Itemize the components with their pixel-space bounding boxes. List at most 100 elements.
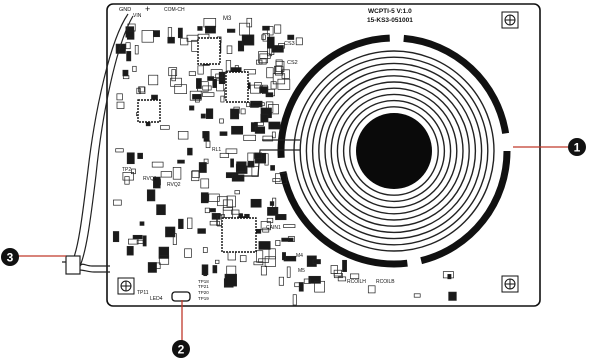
component-footprint [192,94,202,100]
component-footprint [253,261,264,266]
component-footprint [217,196,228,207]
callout-2: 2 [172,340,190,358]
component-footprint [256,250,264,263]
coil-winding [324,81,464,221]
component-footprint [295,37,303,46]
mounting-hole-icon [501,11,519,29]
component-footprint [227,28,236,33]
component-footprint [271,45,284,53]
component-footprint [241,34,255,46]
component-footprint [250,198,262,208]
component-footprint [278,276,284,286]
component-footprint [189,105,195,111]
component-footprint [256,59,263,65]
component-footprint [281,237,294,242]
callout-2-number: 2 [178,343,185,357]
component-footprint [275,60,285,72]
label-plus: + [145,4,150,14]
label-m3: M3 [223,16,232,22]
component-footprint [202,85,212,91]
component-footprint [126,246,134,256]
component-footprint [230,108,240,120]
component-footprint [252,102,265,107]
coil-outer-ring [277,34,511,268]
component-footprint [262,25,270,31]
label-cs2: CS2 [287,60,298,66]
ic-package [221,217,257,253]
component-footprint [265,92,274,98]
component-footprint [172,233,177,245]
component-footprint [126,51,132,62]
ic-package [225,71,249,103]
component-footprint [281,69,290,79]
label-tp11: TP11 [137,290,149,296]
component-footprint [196,78,202,89]
component-footprint [251,165,259,177]
label-m4: M4 [296,253,303,259]
component-footprint [260,221,271,231]
component-footprint [230,158,234,168]
charging-coil [232,34,511,268]
component-footprint [142,235,147,247]
component-footprint [138,86,145,93]
component-footprint [231,125,244,135]
component-footprint [268,248,276,260]
component-footprint [266,67,274,79]
label-led4: LED4 [150,296,163,302]
component-footprint [128,238,139,245]
component-footprint [222,199,233,211]
coil-winding [299,56,489,246]
component-footprint [254,152,263,159]
component-footprint [243,134,256,141]
component-footprint [158,255,170,265]
component-footprint [447,274,452,280]
component-footprint [274,24,282,34]
component-footprint [277,78,291,90]
component-footprint [337,276,347,282]
component-footprint [122,172,134,181]
component-footprint [259,58,267,65]
component-footprint [168,67,178,77]
component-footprint [219,131,228,136]
component-footprint [262,135,274,142]
led-indicator [171,291,191,302]
component-footprint [246,17,253,28]
coil-center [356,113,432,189]
label-cain1: CAIN1 [266,225,281,231]
component-footprint [260,265,267,276]
component-footprint [294,282,301,288]
component-footprint [268,121,281,130]
component-footprint [260,113,269,123]
component-footprint [258,241,271,250]
component-footprint [160,125,170,130]
component-footprint [254,126,266,134]
component-footprint [177,27,183,39]
component-footprint [287,236,295,242]
component-footprint [215,259,220,264]
coil-winding [305,62,483,240]
component-footprint [209,220,220,226]
component-footprint [212,78,217,88]
component-footprint [314,280,325,293]
component-footprint [272,178,281,183]
component-footprint [240,108,246,115]
component-footprint [122,69,129,77]
component-footprint [283,224,296,228]
component-footprint [202,247,208,253]
component-footprint [204,207,210,214]
coil-winding [330,87,458,215]
component-footprint [203,18,217,28]
component-footprint [270,165,275,171]
component-footprint [250,84,262,94]
component-footprint [367,285,376,294]
component-footprint [278,43,285,49]
component-footprint [165,226,176,238]
component-footprint [171,69,176,82]
component-footprint [235,163,247,172]
component-footprint [151,94,158,100]
component-footprint [202,92,215,97]
label-gnd: GND [119,7,131,13]
component-footprint [250,100,263,108]
component-footprint [303,278,311,284]
component-footprint [148,74,159,86]
